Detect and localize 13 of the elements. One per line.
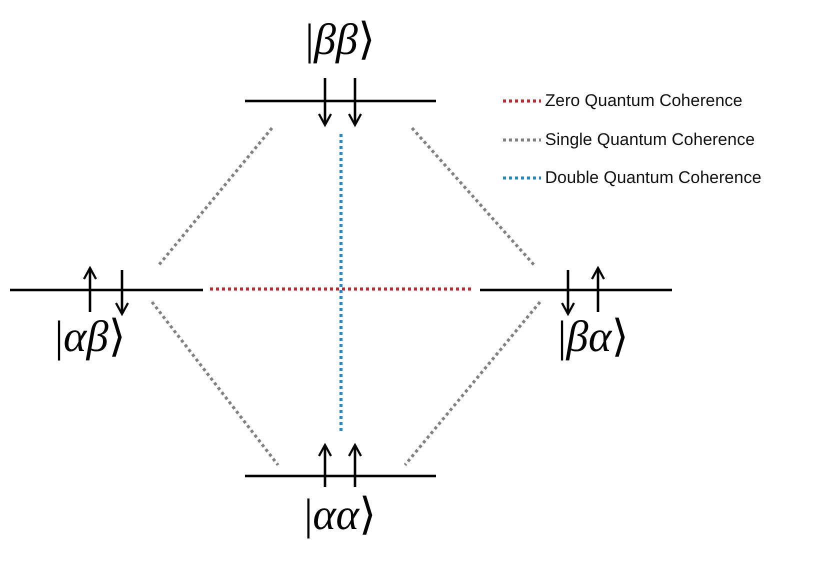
- legend-label: Double Quantum Coherence: [545, 168, 762, 188]
- coherence-line: [340, 134, 342, 432]
- coherence-line: [210, 288, 473, 290]
- legend-label: Zero Quantum Coherence: [545, 91, 742, 111]
- spin-state-label: |αβ⟩: [54, 312, 126, 362]
- spin-state-label: |ββ⟩: [305, 15, 375, 65]
- coherence-line: [404, 301, 542, 466]
- spin-state-label: |αα⟩: [304, 490, 376, 540]
- coherence-line: [150, 301, 280, 466]
- spin-state-label: |βα⟩: [558, 312, 628, 362]
- coherence-line: [410, 127, 536, 267]
- coherence-line: [156, 127, 274, 267]
- legend-label: Single Quantum Coherence: [545, 130, 755, 150]
